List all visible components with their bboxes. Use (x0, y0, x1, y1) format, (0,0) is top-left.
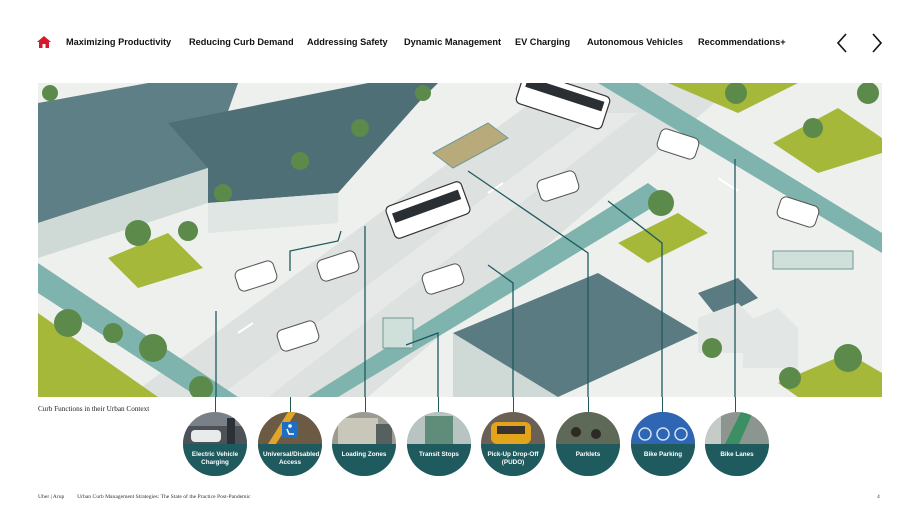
curb-function-label: Parklets (575, 451, 601, 458)
page-number: 4 (877, 494, 880, 500)
curb-function-bike-parking[interactable]: Bike Parking (631, 412, 695, 476)
leader-line (365, 397, 367, 412)
figure-caption: Curb Functions in their Urban Context (38, 405, 150, 413)
leader-line (290, 397, 292, 412)
leader-line (513, 397, 515, 412)
curb-function-parklets[interactable]: Parklets (556, 412, 620, 476)
nav-dynamic-management[interactable]: Dynamic Management (404, 37, 502, 47)
nav-autonomous-vehicles[interactable]: Autonomous Vehicles (587, 37, 683, 47)
curb-function-label: Electric Vehicle Charging (191, 451, 239, 466)
home-icon[interactable] (37, 36, 51, 48)
nav-reducing-curb-demand[interactable]: Reducing Curb Demand (189, 37, 294, 47)
curb-function-label: Bike Parking (643, 451, 683, 458)
nav-ev-charging[interactable]: EV Charging (515, 37, 571, 47)
leader-line (662, 397, 664, 412)
curb-function-bike-lanes[interactable]: Bike Lanes (705, 412, 769, 476)
leader-line (215, 397, 217, 412)
leader-line (735, 397, 737, 412)
curb-function-label: Transit Stops (419, 451, 459, 458)
urban-curb-illustration (38, 83, 882, 397)
nav-maximizing-productivity[interactable]: Maximizing Productivity (66, 37, 172, 47)
curb-function-transit-stops[interactable]: Transit Stops (407, 412, 471, 476)
chevron-left-icon[interactable] (833, 30, 853, 56)
curb-function-ev-charging[interactable]: Electric Vehicle Charging (183, 412, 247, 476)
curb-function-pudo[interactable]: Pick-Up Drop-Off (PUDO) (481, 412, 545, 476)
curb-function-label: Loading Zones (341, 451, 387, 458)
nav-recommendations[interactable]: Recommendations+ (698, 37, 786, 47)
footer: Uber | Arup Urban Curb Management Strate… (38, 494, 251, 500)
footer-org: Uber | Arup (38, 494, 65, 500)
leader-line (588, 397, 590, 412)
top-navigation: Maximizing Productivity Reducing Curb De… (0, 30, 920, 56)
curb-function-loading-zones[interactable]: Loading Zones (332, 412, 396, 476)
curb-function-label: Bike Lanes (720, 451, 754, 458)
curb-function-universal-access[interactable]: Universal/Disabled Access (258, 412, 322, 476)
chevron-right-icon[interactable] (867, 30, 887, 56)
curb-function-label: Pick-Up Drop-Off (PUDO) (487, 451, 539, 466)
leader-line (438, 397, 440, 412)
nav-addressing-safety[interactable]: Addressing Safety (307, 37, 388, 47)
curb-function-label: Universal/Disabled Access (263, 451, 320, 466)
footer-title: Urban Curb Management Strategies: The St… (77, 494, 251, 500)
